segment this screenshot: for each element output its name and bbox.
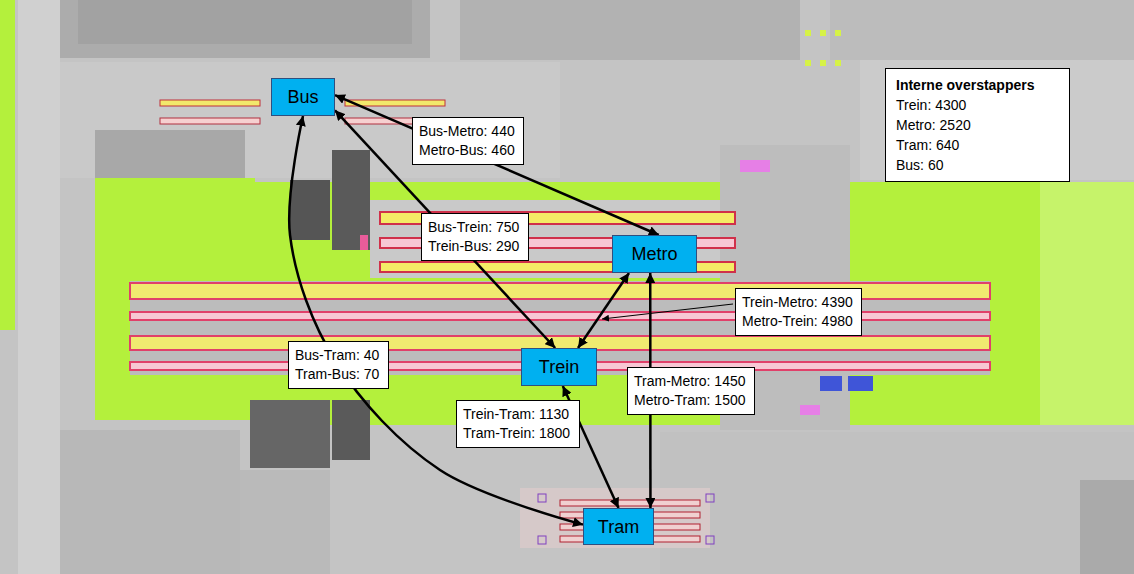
node-text: Trein: 4300 xyxy=(896,95,1059,115)
building xyxy=(1080,480,1134,574)
stop-marker xyxy=(538,494,546,502)
node-title: Bus xyxy=(287,86,318,108)
edge-label-box: Tram-Metro: 1450 Metro-Tram: 1500 xyxy=(627,367,755,415)
edge-label: Bus-Tram: 40 Tram-Bus: 70 xyxy=(295,346,382,384)
station-building xyxy=(332,400,370,460)
edge-label-box: Trein-Tram: 1130 Tram-Trein: 1800 xyxy=(456,400,580,448)
marker-square xyxy=(835,30,841,36)
green-strip xyxy=(0,0,15,330)
transport-mode-box: Trein xyxy=(521,348,597,386)
building xyxy=(830,0,1134,60)
building xyxy=(95,130,245,178)
edge-label: Tram-Metro: 1450 Metro-Tram: 1500 xyxy=(634,372,748,410)
transport-mode-box: Metro xyxy=(612,235,697,273)
station-building xyxy=(332,150,370,250)
stop-marker xyxy=(706,494,714,502)
station-building xyxy=(290,180,330,240)
node-title: Interne overstappers xyxy=(896,75,1059,95)
building xyxy=(60,0,430,58)
connector-group xyxy=(289,95,659,525)
edge-label: Trein-Metro: 4390 Metro-Trein: 4980 xyxy=(742,293,855,331)
connector-arrow xyxy=(578,273,629,348)
marker-square xyxy=(835,60,841,66)
transport-mode-box: Bus xyxy=(271,78,335,116)
pink-patch xyxy=(360,235,368,250)
marker-square xyxy=(805,60,811,66)
node-text: Bus: 60 xyxy=(896,155,1059,175)
node-title: Trein xyxy=(539,356,579,378)
bus-platform xyxy=(160,118,260,124)
connector-arrow xyxy=(335,110,555,348)
connector-arrow xyxy=(289,116,583,525)
building xyxy=(660,432,1134,574)
bus-area xyxy=(60,62,560,178)
building xyxy=(240,470,330,574)
pink-patch xyxy=(740,160,770,172)
building xyxy=(460,0,800,60)
edge-label: Bus-Trein: 750 Trein-Bus: 290 xyxy=(428,218,522,256)
stop-marker xyxy=(706,536,714,544)
marker-square xyxy=(820,60,826,66)
stop-marker xyxy=(538,536,546,544)
info-box: Interne overstappersTrein: 4300Metro: 25… xyxy=(885,68,1070,182)
tram-stop xyxy=(520,488,710,548)
transport-mode-box: Tram xyxy=(583,508,654,545)
edge-label-box: Bus-Tram: 40 Tram-Bus: 70 xyxy=(288,341,389,389)
edge-label: Trein-Tram: 1130 Tram-Trein: 1800 xyxy=(463,405,573,443)
node-text: Tram: 640 xyxy=(896,135,1059,155)
bus-platform xyxy=(160,100,260,106)
station-building xyxy=(250,400,330,468)
edge-label-box: Bus-Trein: 750 Trein-Bus: 290 xyxy=(421,213,529,261)
road xyxy=(18,0,60,574)
blue-block xyxy=(820,376,842,391)
edge-label-box: Trein-Metro: 4390 Metro-Trein: 4980 xyxy=(735,288,862,336)
leader-line xyxy=(602,304,733,319)
marker-square xyxy=(805,30,811,36)
building-roof xyxy=(78,0,412,44)
building xyxy=(60,430,240,574)
node-title: Metro xyxy=(631,243,677,265)
blue-block xyxy=(848,376,873,391)
edge-label: Bus-Metro: 440 Metro-Bus: 460 xyxy=(419,122,517,160)
marker-square xyxy=(820,30,826,36)
node-title: Tram xyxy=(598,516,639,538)
pink-patch xyxy=(800,405,820,415)
edge-label-box: Bus-Metro: 440 Metro-Bus: 460 xyxy=(412,117,524,165)
tram-platform xyxy=(560,500,700,506)
node-text: Metro: 2520 xyxy=(896,115,1059,135)
green-area xyxy=(1040,182,1134,425)
